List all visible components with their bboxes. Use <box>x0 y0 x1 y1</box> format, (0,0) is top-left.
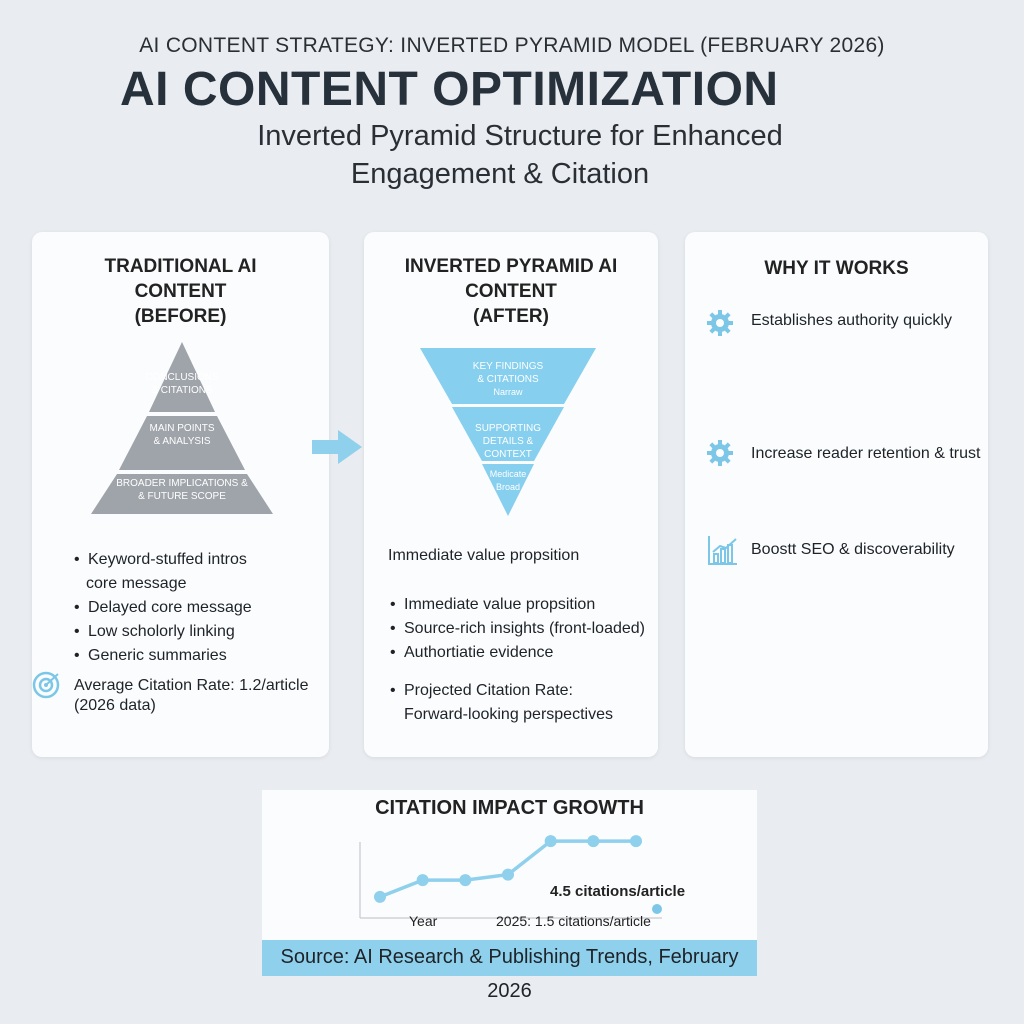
before-card-title: TRADITIONAL AI CONTENT (BEFORE) <box>32 254 329 329</box>
after-lead-text: Immediate value propsition <box>388 547 580 564</box>
chart-point-2 <box>416 874 429 887</box>
inverted-middle-layer <box>452 407 564 461</box>
before-item-4: Generic summaries <box>74 646 227 666</box>
pyramid-bottom-label: BROADER IMPLICATIONS && FUTURE SCOPE <box>116 478 248 502</box>
inverted-bottom-layer <box>482 464 534 516</box>
chart-point-7 <box>630 835 642 848</box>
why-card: WHY IT WORKS Establishes authority quick… <box>685 232 988 757</box>
subtitle-line-1: Inverted Pyramid Structure for Enhanced <box>257 120 783 152</box>
kicker-text: AI CONTENT STRATEGY: INVERTED PYRAMID MO… <box>139 34 885 57</box>
arrow-right-icon <box>312 430 362 464</box>
inverted-pyramid <box>420 348 596 516</box>
pyramid-middle-label: MAIN POINTS& ANALYSIS <box>149 423 215 447</box>
traditional-pyramid <box>91 342 273 514</box>
before-item-2: Delayed core message <box>74 598 252 618</box>
gear-icon <box>707 310 733 336</box>
chart-annotation-2025: 2025: 1.5 citations/article <box>496 913 651 929</box>
chart-annotation-marker <box>652 904 662 914</box>
after-card-title: INVERTED PYRAMID AI CONTENT (AFTER) <box>364 254 658 329</box>
pyramid-middle-layer <box>119 416 245 470</box>
before-title-line-2: CONTENT <box>134 281 227 302</box>
chart-x-label: Year <box>409 913 438 929</box>
after-item-3: Authortiatie evidence <box>390 643 553 663</box>
chart-annotation-main: 4.5 citations/article <box>550 883 686 900</box>
before-title-line-1: TRADITIONAL AI <box>104 256 257 277</box>
before-item-3: Low scholorly linking <box>74 622 235 642</box>
before-item-1-cont: core message <box>86 575 187 592</box>
after-title-line-1: INVERTED PYRAMID AI <box>404 256 618 277</box>
gear-icon <box>707 440 733 466</box>
inverted-top-label: KEY FINDINGS& CITATIONS Narraw <box>472 361 544 397</box>
after-item-4: Projected Citation Rate: <box>390 681 573 701</box>
after-item-1: Immediate value propsition <box>390 595 595 615</box>
why-item-1: Establishes authority quickly <box>751 312 952 329</box>
after-title-line-2: CONTENT <box>465 281 557 302</box>
chart-point-3 <box>459 874 472 887</box>
citation-line-chart <box>359 835 662 919</box>
why-item-3: Boostt SEO & discoverability <box>751 541 955 558</box>
citation-chart-panel <box>262 790 757 940</box>
chart-point-1 <box>374 890 386 903</box>
after-title-line-3: (AFTER) <box>473 306 549 327</box>
inverted-top-layer <box>420 348 596 404</box>
source-bar: Source: AI Research & Publishing Trends,… <box>262 940 757 1002</box>
after-item-4-cont: Forward-looking perspectives <box>404 706 613 723</box>
chart-point-4 <box>502 868 514 881</box>
bar-chart-icon <box>708 536 737 565</box>
subtitle-line-2: Engagement & Citation <box>350 158 650 190</box>
pyramid-top-label: CONCLUSIONS& CITATIONS <box>145 372 219 396</box>
pyramid-top-layer <box>149 342 215 412</box>
after-card: INVERTED PYRAMID AI CONTENT (AFTER) KEY … <box>364 232 658 757</box>
chart-point-6 <box>587 835 600 848</box>
page-title: AI CONTENT OPTIMIZATION <box>120 63 779 116</box>
why-item-2: Increase reader retention & trust <box>751 445 981 462</box>
before-title-line-3: (BEFORE) <box>134 306 227 327</box>
before-card: TRADITIONAL AI CONTENT (BEFORE) CONCLUSI… <box>32 232 329 757</box>
before-item-1: Keyword-stuffed intros <box>74 550 247 570</box>
pyramid-bottom-layer <box>91 474 273 514</box>
why-card-title: WHY IT WORKS <box>764 258 909 279</box>
before-citation-rate: Average Citation Rate: 1.2/article (2026… <box>74 677 309 714</box>
target-icon <box>32 671 60 699</box>
chart-title: CITATION IMPACT GROWTH <box>375 797 644 819</box>
chart-point-5 <box>544 835 557 848</box>
after-item-2: Source-rich insights (front-loaded) <box>390 619 645 639</box>
